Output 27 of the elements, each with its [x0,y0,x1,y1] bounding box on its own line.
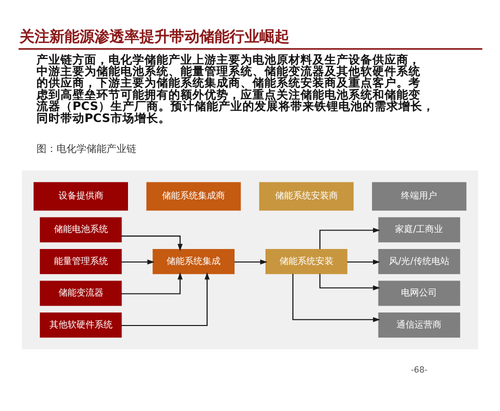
caption: 图：电化学储能产业链 [36,144,136,155]
node-box: 储能系统安装 [265,248,348,274]
node-box: 储能系统安装商 [259,182,354,210]
arrow [234,258,268,264]
node-box: 电网公司 [378,280,460,306]
arrow [347,258,380,264]
node-box: 储能系统集成商 [146,182,241,210]
node-box: 风/光/传统电站 [378,248,460,274]
arrow [122,258,155,264]
node-box: 能量管理系统 [40,248,122,274]
node-box: 储能系统集成 [152,248,235,274]
arrow [292,273,380,322]
node-box: 通信运营商 [378,312,460,338]
node-box: 设备提供商 [34,182,128,210]
node-box: 家庭/工商业 [378,216,460,242]
node-box: 其他软硬件系统 [40,312,122,338]
diagram-title: 关注新能源渗透率提升带动储能行业崛起 [19,27,290,46]
arrow [319,227,380,249]
node-box: 终端用户 [372,182,466,210]
node-box: 储能电池系统 [40,216,122,242]
cluster [22,170,478,349]
node-box: 储能变流器 [40,280,122,306]
arrow [121,272,210,326]
label: -68- [410,364,428,374]
label: 产业链方面，电化学储能产业上游主要为电池原材料及生产设备供应商，中游主要为储能电池系统、能量管理系统、储能变流器及其他软硬件系统的供应商，下游主要为储能系统集成商、储能系统安装商及重点客户。考虑到高壁垒环节可能拥有的额外优势，应重点关注储能电池系统和储能变流器（PCS）生产厂商。预计储能产业的发展将带来铁锂电池的需求增长，同时带动PCS市场增长。 [36,52,434,124]
arrow [121,272,183,294]
arrow [121,235,183,251]
